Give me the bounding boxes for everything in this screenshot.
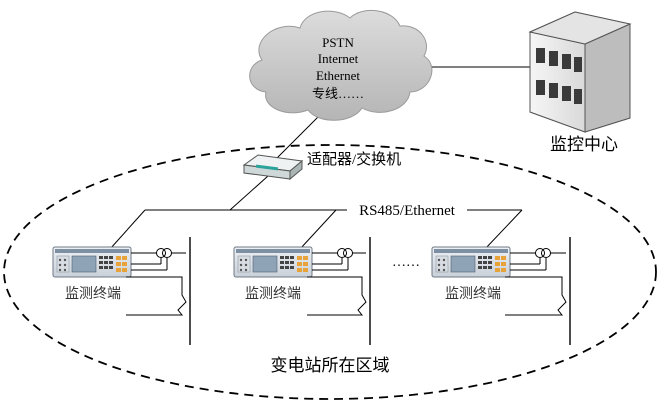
monitoring-terminal-label: 监测终端	[65, 286, 121, 302]
monitoring-terminal-label: 监测终端	[245, 286, 301, 302]
monitoring-terminal-device-icon	[52, 246, 132, 278]
monitoring-terminal-1: 监测终端	[52, 237, 191, 345]
network-cloud	[249, 9, 433, 121]
bus-label: RS485/Ethernet	[359, 203, 456, 219]
monitoring-terminal-label: 监测终端	[445, 286, 501, 302]
switch-icon	[242, 154, 304, 181]
network-type-leased-line: 专线……	[312, 86, 364, 101]
more-terminals-ellipsis: ……	[392, 255, 420, 270]
substation-area-label: 变电站所在区域	[271, 356, 390, 375]
control-center-label: 监控中心	[550, 135, 618, 154]
control-center-building-icon	[528, 11, 632, 133]
network-type-ethernet: Ethernet	[316, 68, 360, 83]
substation-boundary	[3, 144, 657, 400]
network-type-pstn: PSTN	[322, 35, 354, 50]
bus-label-background	[347, 201, 467, 218]
monitoring-terminal-device-icon	[233, 246, 313, 278]
monitoring-terminal-device-icon	[431, 246, 511, 278]
network-type-internet: Internet	[318, 51, 359, 66]
adapter-switch-label: 适配器/交换机	[307, 150, 401, 168]
monitoring-terminal-2: 监测终端	[233, 237, 371, 345]
monitoring-terminal-3: 监测终端	[431, 237, 571, 345]
